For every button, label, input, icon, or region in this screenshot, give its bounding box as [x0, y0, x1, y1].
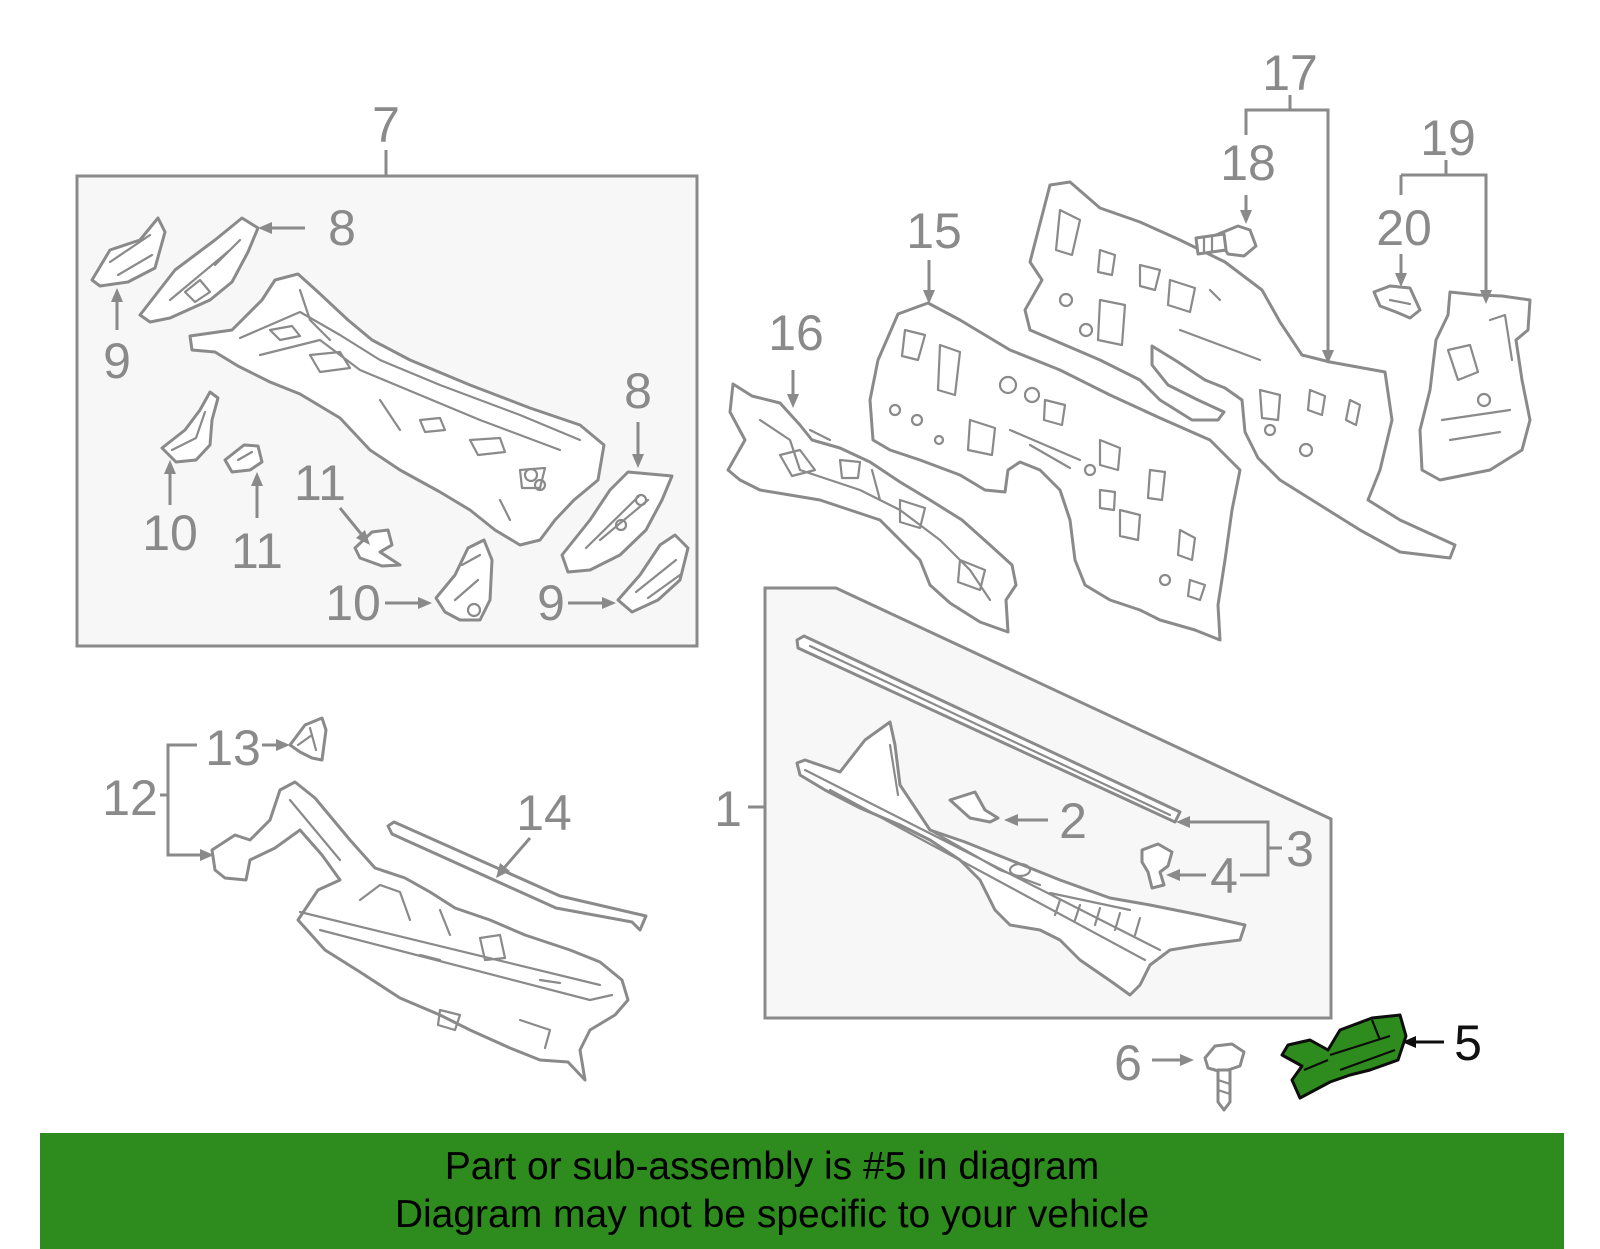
callout-14: 14	[516, 785, 572, 841]
callout-8-right: 8	[624, 363, 652, 419]
callout-12: 12	[102, 770, 158, 826]
callout-15: 15	[906, 203, 962, 259]
part-7-cowl-panel[interactable]	[188, 272, 606, 547]
callout-13: 13	[205, 720, 261, 776]
callout-3: 3	[1286, 821, 1314, 877]
callout-8-left: 8	[328, 200, 356, 256]
callout-labels: 7 8 9 8 10 11 11 10 9 16 15 17 18 19 20 …	[102, 45, 1482, 1091]
callout-7: 7	[372, 97, 400, 153]
callout-5: 5	[1454, 1015, 1482, 1071]
part-1-cowl-top[interactable]	[795, 720, 1247, 997]
callout-11-center: 11	[294, 455, 346, 511]
banner-line-1: Part or sub-assembly is #5 in diagram	[444, 1145, 1100, 1188]
callout-20: 20	[1376, 200, 1432, 256]
callout-18: 18	[1220, 135, 1276, 191]
part-6-screw[interactable]	[1203, 1042, 1246, 1112]
leaders-box-1	[1004, 814, 1282, 881]
callout-17: 17	[1262, 45, 1318, 101]
leaders-12-13-14	[160, 739, 532, 878]
part-9-right-bracket[interactable]	[616, 533, 690, 614]
part-10-left-bracket[interactable]	[160, 390, 220, 464]
callout-9-left: 9	[103, 333, 131, 389]
part-8-upper-bracket[interactable]	[138, 216, 260, 324]
callout-1: 1	[714, 781, 742, 837]
part-3-weatherstrip[interactable]	[795, 634, 1182, 824]
part-12-cowl-panel[interactable]	[210, 780, 630, 1082]
part-15-dash-panel[interactable]	[868, 301, 1242, 642]
banner-line-2: Diagram may not be specific to your vehi…	[394, 1193, 1150, 1236]
part-10-right-bracket[interactable]	[434, 538, 494, 622]
part-20-bracket[interactable]	[1372, 284, 1422, 320]
leaders-assembly-7	[111, 222, 644, 609]
part-18-bolt[interactable]	[1194, 224, 1258, 258]
part-4-clip[interactable]	[1140, 842, 1174, 890]
callout-16: 16	[768, 305, 824, 361]
callout-11-left: 11	[231, 523, 283, 579]
part-14-strip[interactable]	[386, 820, 648, 932]
part-16-dash-reinforcement[interactable]	[726, 382, 1018, 634]
leaders-17-18	[1240, 95, 1334, 364]
callout-10-right: 10	[325, 575, 381, 631]
callout-19: 19	[1420, 110, 1476, 166]
callout-10-left: 10	[142, 505, 198, 561]
part-19-side-panel[interactable]	[1418, 290, 1532, 482]
part-2-seal[interactable]	[948, 790, 1000, 824]
part-13-bracket[interactable]	[288, 716, 328, 762]
leaders-19-20	[1395, 160, 1492, 304]
callout-9-right: 9	[537, 575, 565, 631]
callout-6: 6	[1114, 1035, 1142, 1091]
part-5-highlighted-bracket[interactable]	[1280, 1013, 1408, 1100]
callout-2: 2	[1059, 793, 1087, 849]
part-8-right-bracket[interactable]	[560, 470, 674, 574]
part-11-left-clip[interactable]	[223, 443, 264, 474]
callout-4: 4	[1210, 848, 1238, 904]
part-9-left-bracket[interactable]	[90, 216, 167, 288]
info-banner: Part or sub-assembly is #5 in diagram Di…	[40, 1133, 1564, 1249]
part-17-dash-extension[interactable]	[1023, 180, 1457, 560]
